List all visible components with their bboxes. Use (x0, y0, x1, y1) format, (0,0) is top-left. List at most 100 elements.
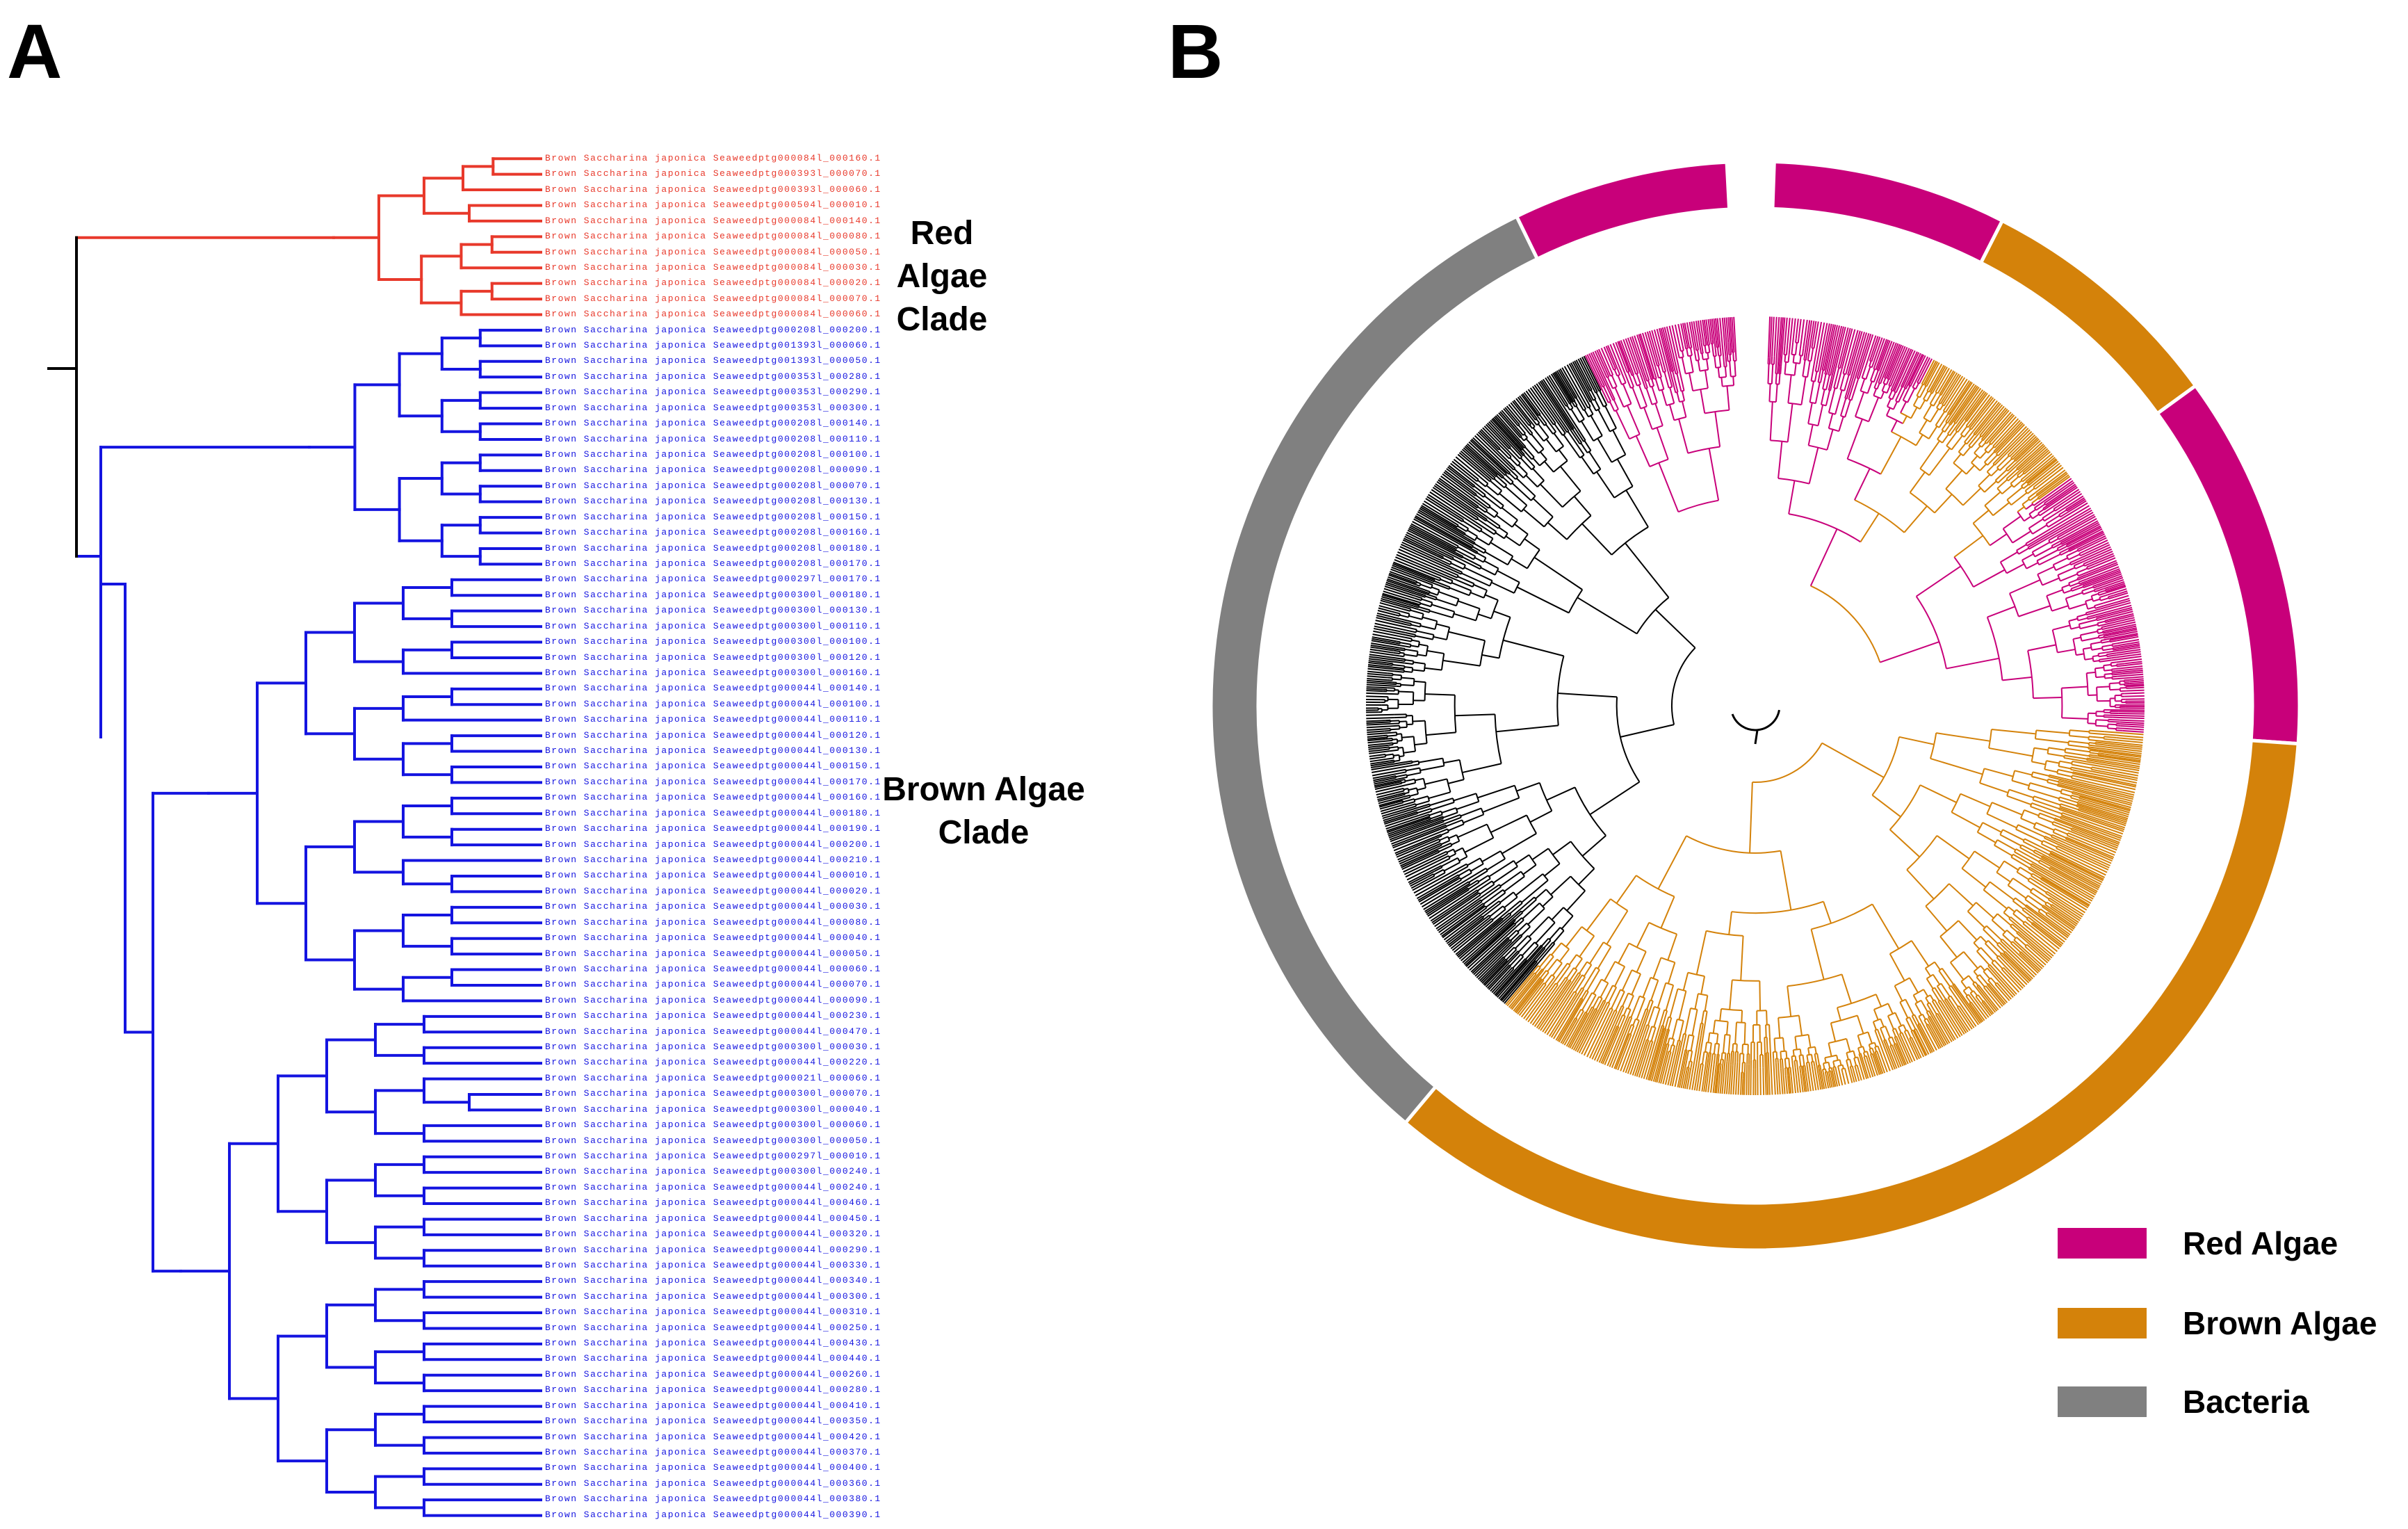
tree-branch (2058, 535, 2067, 540)
tree-leaf-branch (2076, 533, 2106, 549)
tree-branch (1481, 654, 1499, 659)
tree-branch (1835, 1066, 1837, 1073)
tree-leaf-branch (1425, 886, 1468, 914)
tree-branch (1816, 1053, 1821, 1065)
tree-arc (2031, 772, 2034, 777)
tree-leaf-branch (1372, 638, 1397, 644)
tree-branch (1700, 389, 1706, 414)
tree-leaf-branch (2087, 568, 2120, 582)
tree-leaf-branch (2099, 759, 2140, 768)
tree-leaf-branch (1389, 825, 1427, 841)
tree-branch (1810, 1054, 1814, 1062)
tree-branch (1885, 370, 1890, 379)
tree-branch (1398, 690, 1414, 693)
tree-branch (1883, 1039, 1887, 1046)
tree-branch (1523, 960, 1537, 975)
tree-leaf-branch (1538, 990, 1565, 1030)
tree-branch (1518, 464, 1528, 475)
tree-branch (1973, 942, 1980, 950)
tree-branch (1476, 552, 1486, 559)
tree-branch (1814, 1046, 1817, 1054)
tree-branch (2008, 884, 2027, 899)
tree-branch (1807, 424, 1814, 446)
tree-arc (2007, 454, 2010, 458)
tree-leaf-branch (2079, 816, 2124, 832)
tree-arc (1632, 969, 1641, 975)
tree-branch (1928, 447, 1951, 476)
tree-branch (1487, 471, 1496, 479)
tree-leaf-branch (1859, 333, 1872, 370)
tree-branch (1993, 441, 2004, 453)
tree-leaf-branch (1788, 318, 1793, 355)
tree-leaf-branch (2021, 448, 2049, 472)
tree-arc (1398, 754, 1401, 761)
tree-arc (1996, 487, 2003, 494)
tree-branch (2028, 492, 2036, 499)
tree-branch (1821, 742, 1885, 779)
tree-leaf-branch (2048, 883, 2089, 909)
tree-branch (1392, 674, 1402, 677)
tree-branch (1575, 1009, 1582, 1019)
tree-branch (1449, 853, 1456, 858)
tree-branch (1425, 818, 1431, 822)
tree-leaf-branch (1367, 665, 1394, 670)
tree-leaf-branch (2019, 437, 2039, 455)
tree-leaf-branch (2112, 631, 2138, 638)
tree-branch (1404, 801, 1415, 806)
tree-branch (1499, 492, 1522, 512)
tree-branch (1805, 1062, 1809, 1072)
tree-leaf-branch (1727, 317, 1731, 343)
tree-branch (1392, 666, 1405, 670)
tree-leaf-branch (1477, 941, 1516, 980)
tree-leaf-branch (1369, 648, 1394, 654)
tree-branch (1456, 549, 1474, 560)
tree-branch (1814, 364, 1818, 372)
tree-branch (1824, 1071, 1827, 1075)
tree-branch (1485, 474, 1492, 480)
tip-label: Brown Saccharina japonica Seaweedptg0000… (545, 1338, 881, 1349)
tree-branch (1728, 912, 1732, 935)
tree-branch (1998, 941, 2008, 950)
tree-branch (1454, 553, 1463, 559)
tree-branch (1741, 1044, 1743, 1054)
tree-branch (2059, 760, 2072, 764)
tree-branch (2058, 509, 2067, 516)
tree-branch (2040, 878, 2049, 884)
tree-branch (1659, 1010, 1666, 1026)
tree-branch (2032, 542, 2051, 553)
tip-label: Brown Saccharina japonica Seaweedptg0002… (545, 542, 881, 553)
tree-branch (2078, 798, 2087, 801)
tree-leaf-branch (1369, 754, 1383, 757)
tree-branch (2088, 744, 2096, 747)
tree-branch (1618, 943, 1630, 964)
tree-arc (2006, 469, 2008, 472)
tree-leaf-branch (1940, 1019, 1955, 1042)
tree-leaf-branch (1446, 920, 1477, 944)
tree-leaf-branch (1388, 574, 1417, 585)
tree-branch (1486, 858, 1506, 871)
tree-branch (2013, 939, 2024, 949)
tree-leaf-branch (1381, 597, 1419, 610)
tree-leaf-branch (2013, 432, 2034, 453)
tree-branch (1490, 814, 1527, 834)
tree-leaf-branch (1368, 658, 1405, 664)
tree-branch (1405, 659, 1414, 662)
tree-arc (2076, 572, 2079, 576)
tree-branch (1566, 405, 1571, 411)
tree-branch (1996, 455, 2010, 469)
tree-branch (2024, 907, 2038, 919)
tree-branch (1506, 965, 1512, 970)
tree-arc (1542, 873, 1549, 881)
tree-branch (1479, 884, 1495, 895)
tree-branch (1970, 422, 1977, 430)
tree-branch (1849, 1059, 1853, 1067)
tree-leaf-branch (1463, 931, 1501, 965)
tree-branch (1461, 572, 1490, 587)
tree-arc (1595, 1008, 1597, 1010)
tree-branch (1887, 371, 1892, 380)
tree-branch (2072, 771, 2094, 777)
tree-branch (2049, 868, 2062, 877)
tree-leaf-branch (1971, 1006, 1984, 1022)
tree-branch (1937, 430, 1944, 440)
tree-branch (1455, 887, 1469, 897)
